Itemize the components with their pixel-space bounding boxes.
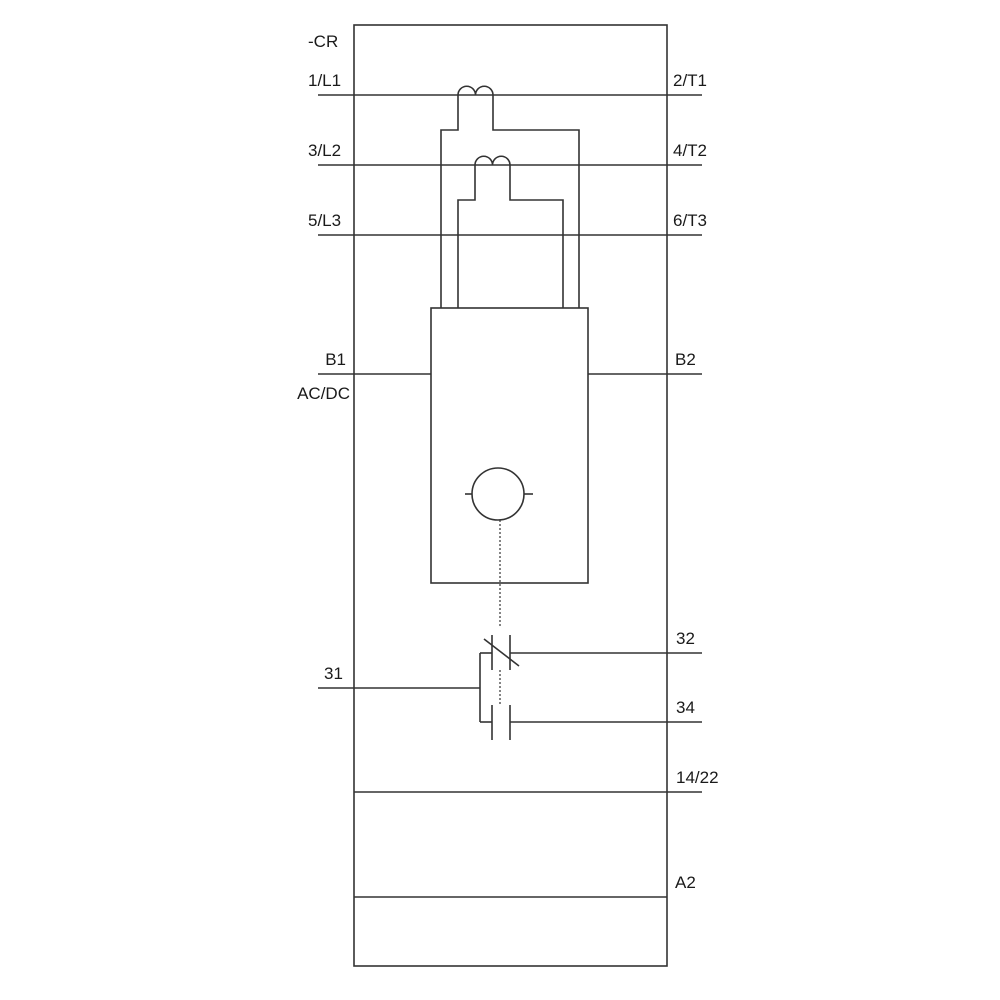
current-transformer-1-icon xyxy=(440,85,580,308)
no-contact-icon xyxy=(480,705,702,740)
control-module-box xyxy=(430,307,589,584)
supply-type-label: AC/DC xyxy=(297,384,350,403)
terminal-a2-label: A2 xyxy=(675,873,696,892)
terminal-34-label: 34 xyxy=(676,698,695,717)
terminal-l1-label: 1/L1 xyxy=(308,71,342,90)
terminal-b2-label: B2 xyxy=(675,350,696,369)
nc-contact-icon xyxy=(480,635,702,670)
terminal-14-22-label: 14/22 xyxy=(676,768,719,787)
relay-coil-icon xyxy=(465,467,533,521)
terminal-b1-label: B1 xyxy=(325,350,346,369)
current-transformer-2-icon xyxy=(457,155,564,308)
device-tag: -CR xyxy=(308,32,339,51)
terminal-31-label: 31 xyxy=(324,664,343,683)
device-outline xyxy=(353,24,668,967)
terminal-32-label: 32 xyxy=(676,629,695,648)
terminal-t3-label: 6/T3 xyxy=(673,211,708,230)
terminal-l2-label: 3/L2 xyxy=(308,141,342,160)
terminal-t2-label: 4/T2 xyxy=(673,141,708,160)
terminal-t1-label: 2/T1 xyxy=(673,71,708,90)
terminal-l3-label: 5/L3 xyxy=(308,211,342,230)
